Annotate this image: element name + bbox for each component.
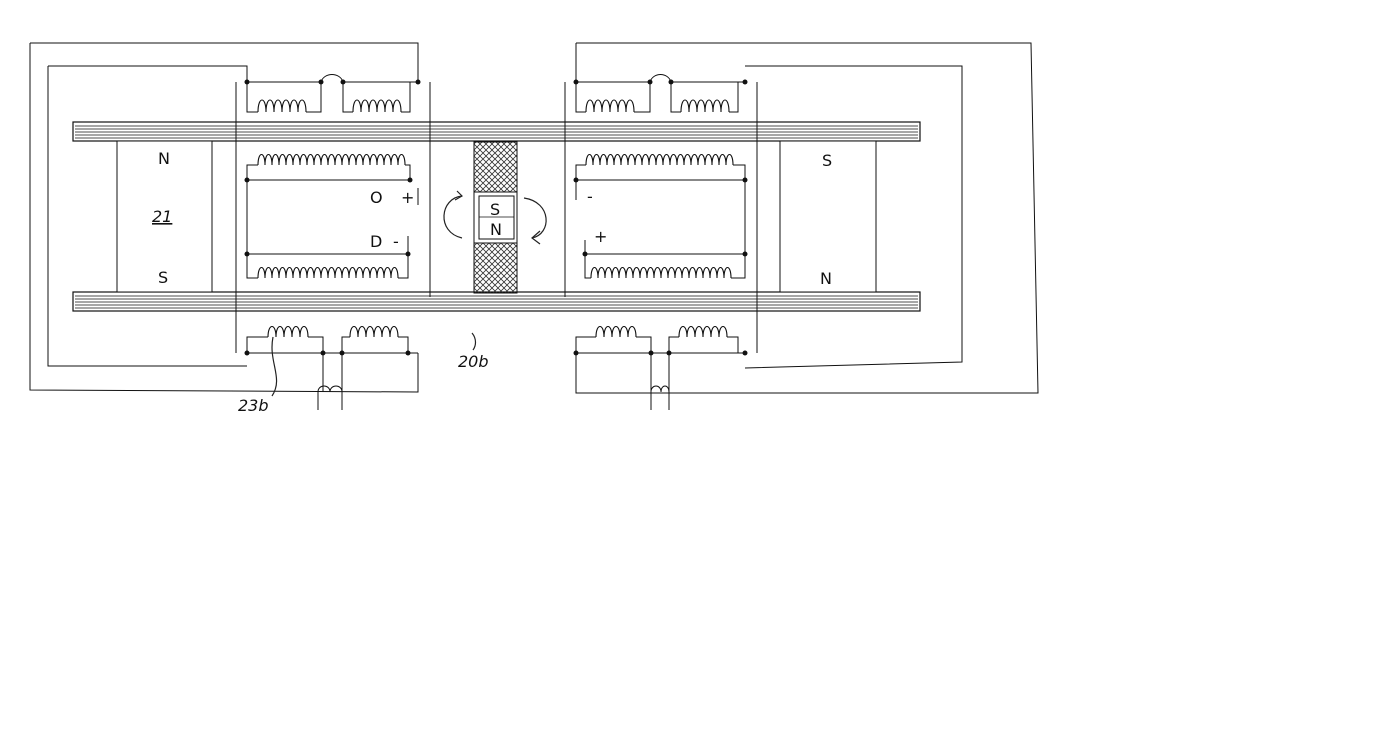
left-magnet-bottom-pole: S <box>158 268 168 287</box>
ref-23b-label: 23b <box>238 396 269 415</box>
lower-right-terminal-sign: + <box>594 227 607 246</box>
center-magnet-top-pole: S <box>490 200 500 219</box>
right-magnet-bottom-pole: N <box>820 269 832 288</box>
coil-upper-right-pair <box>573 74 748 113</box>
coil-lower-right-long <box>582 240 748 279</box>
left-magnet-top-pole: N <box>158 149 170 168</box>
bottom-rail <box>72 291 921 312</box>
right-magnet: S N <box>779 140 877 293</box>
left-frame <box>235 82 431 353</box>
upper-right-terminal-sign: - <box>587 187 593 206</box>
coil-lower-left-long <box>244 236 411 279</box>
right-frame <box>564 82 758 353</box>
coil-lower-left-pair <box>244 325 418 410</box>
rotation-arrows <box>443 190 547 245</box>
center-magnet-bottom-pole: N <box>490 220 502 239</box>
center-core: S N <box>473 141 518 294</box>
coil-lower-right-pair <box>573 325 748 410</box>
outer-wiring-left <box>29 42 419 393</box>
coil-upper-left-long <box>244 153 419 205</box>
outer-wiring-right <box>575 42 1039 394</box>
left-magnet-reference: 21 <box>152 207 172 226</box>
ref-20b-label: 20b <box>458 352 489 371</box>
lower-left-terminal-letter: D <box>370 232 382 251</box>
coil-upper-right-long <box>573 153 748 200</box>
right-magnet-top-pole: S <box>822 151 832 170</box>
coil-upper-left-pair <box>244 74 421 113</box>
upper-left-terminal-letter: O <box>370 188 383 207</box>
left-magnet: N S 21 <box>116 140 213 293</box>
reference-20b: 20b <box>458 332 489 371</box>
reference-23b: 23b <box>238 336 278 415</box>
top-rail <box>72 121 921 142</box>
lower-left-terminal-sign: - <box>393 232 399 251</box>
upper-left-terminal-sign: + <box>401 188 414 207</box>
